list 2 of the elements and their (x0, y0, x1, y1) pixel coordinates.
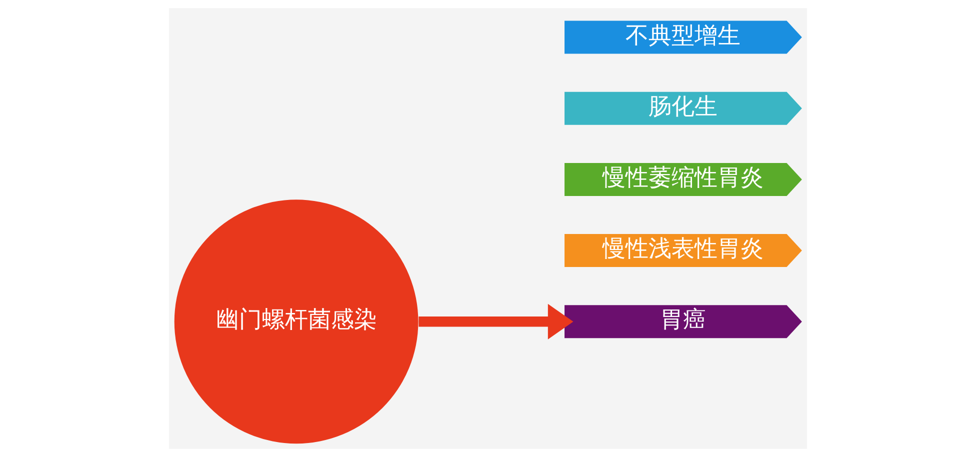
node-circle: 幽门螺杆菌感染 (174, 200, 418, 444)
arrow (418, 304, 574, 340)
